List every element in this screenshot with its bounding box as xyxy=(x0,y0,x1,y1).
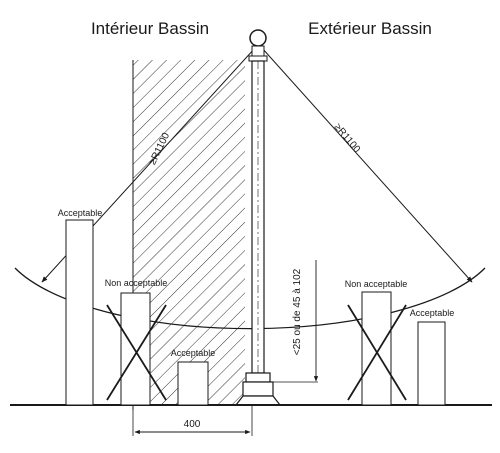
radius-line-right xyxy=(261,47,473,283)
acceptable-obstacle-right xyxy=(417,321,446,406)
non-acceptable-obstacle-left xyxy=(120,292,151,406)
pole-finial xyxy=(249,29,267,47)
width-dimension-label: 400 xyxy=(184,419,201,430)
pole-base-ring xyxy=(245,372,271,383)
non-acceptable-label-left: Non acceptable xyxy=(105,278,168,288)
heading-outside-pool: Extérieur Bassin xyxy=(308,19,432,38)
pole-collar xyxy=(248,55,268,62)
acceptable-obstacle-center xyxy=(177,361,209,406)
acceptable-obstacle-left xyxy=(65,219,94,406)
hatched-exclusion-zone xyxy=(133,60,245,405)
radius-label-right: ≥R1100 xyxy=(332,122,363,156)
pole-base xyxy=(242,381,274,397)
acceptable-label-right: Acceptable xyxy=(410,308,455,318)
acceptable-label-center: Acceptable xyxy=(171,348,216,358)
pole-foot xyxy=(234,395,282,406)
reject-cross-left-b xyxy=(106,304,167,401)
height-dimension-label: <25 ou de 45 à 102 xyxy=(292,268,303,355)
heading-inside-pool: Intérieur Bassin xyxy=(91,19,209,38)
non-acceptable-obstacle-right xyxy=(361,291,392,406)
clearance-arc xyxy=(14,267,486,330)
acceptable-label-left: Acceptable xyxy=(58,208,103,218)
reject-cross-right-b xyxy=(347,304,407,401)
pole-cap xyxy=(251,45,265,57)
non-acceptable-label-right: Non acceptable xyxy=(345,279,408,289)
